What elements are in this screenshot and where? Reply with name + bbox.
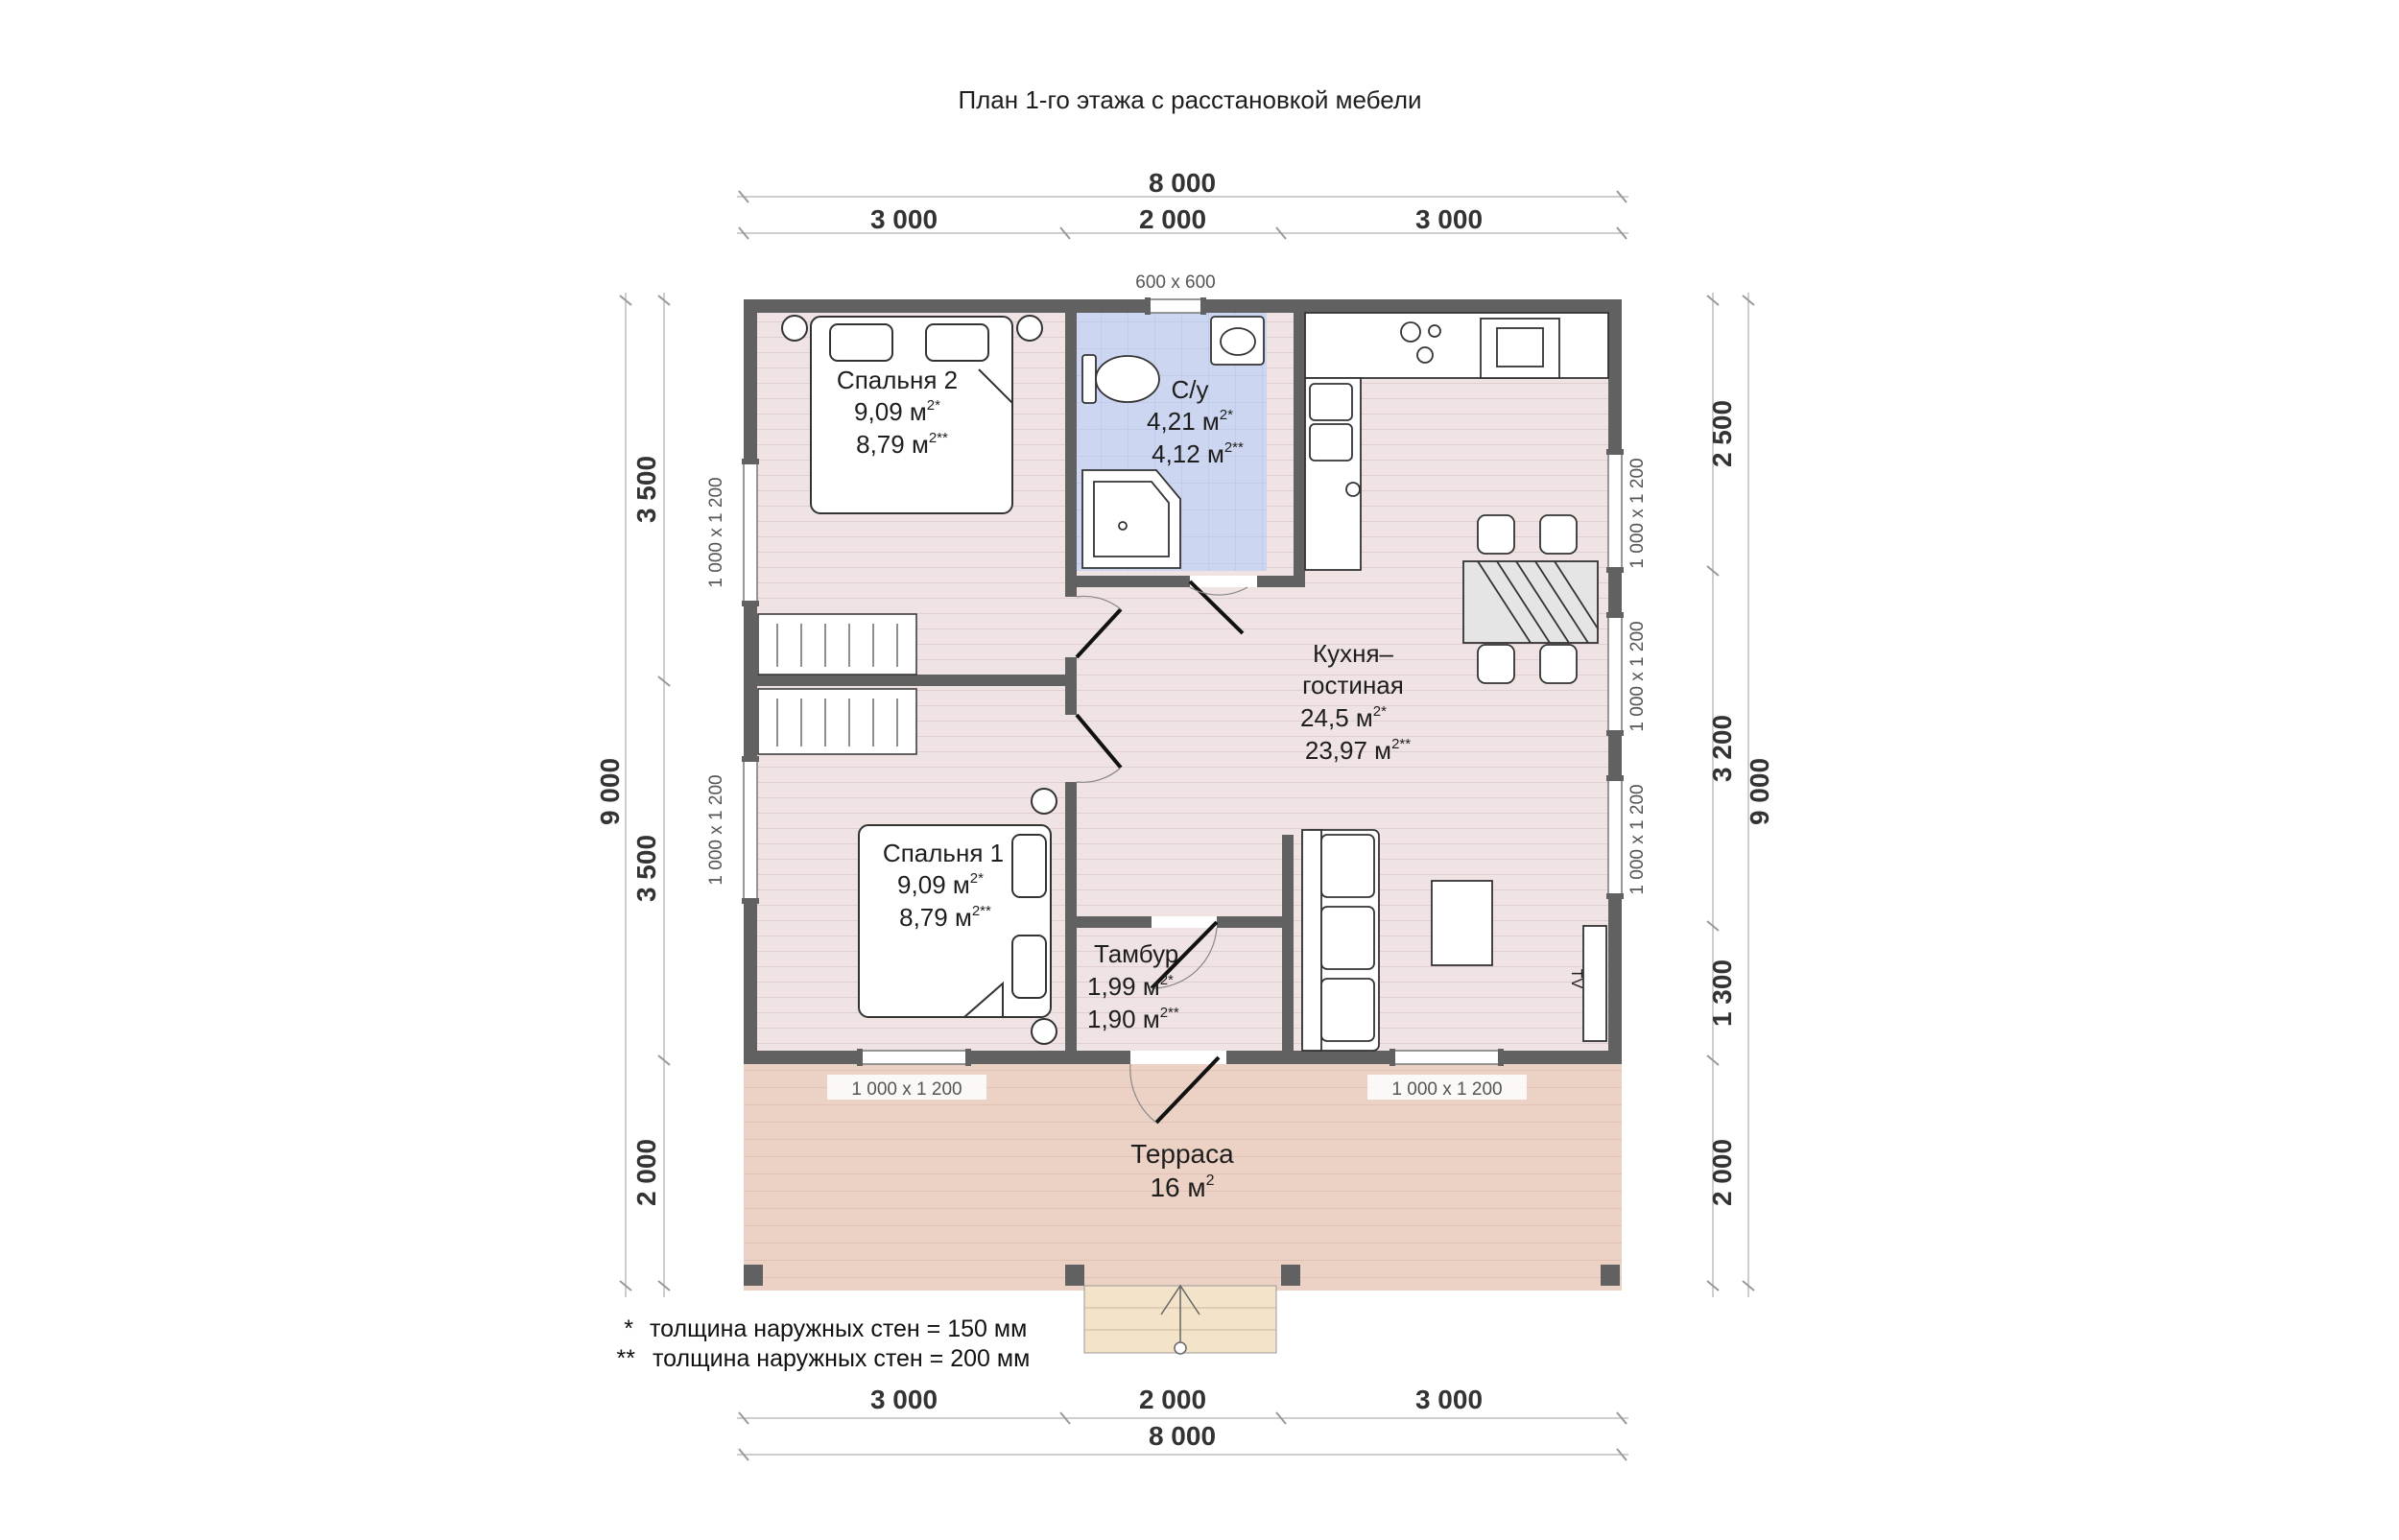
dimension-labels: 8 000 3 000 2 000 3 000 3 000 2 000 3 00… [595,168,1774,1451]
svg-text:2 000: 2 000 [1139,1385,1206,1414]
svg-text:24,5 м2*: 24,5 м2* [1300,703,1387,732]
svg-text:толщина наружных стен = 200 мм: толщина наружных стен = 200 мм [653,1345,1030,1372]
svg-text:3 200: 3 200 [1707,715,1737,782]
svg-text:1 000 x 1 200: 1 000 x 1 200 [1627,784,1648,894]
svg-text:9,09 м2*: 9,09 м2* [897,870,984,899]
bed-bedroom2 [781,315,1043,514]
svg-text:3 000: 3 000 [870,204,938,234]
terrace-post [1065,1265,1084,1286]
svg-text:1 000 x 1 200: 1 000 x 1 200 [1627,621,1648,731]
room-label-vestibule: Тамбур 1,99 м2* 1,90 м2** [1087,939,1179,1033]
svg-text:9,09 м2*: 9,09 м2* [854,397,940,426]
svg-text:3 500: 3 500 [631,835,661,902]
room-label-terrace: Терраса 16 м2 [1130,1139,1234,1202]
svg-text:С/у: С/у [1172,375,1209,404]
wardrobe-bedroom1 [757,688,917,755]
svg-text:1 000 x 1 200: 1 000 x 1 200 [851,1079,962,1100]
svg-text:16 м2: 16 м2 [1150,1173,1214,1202]
svg-text:3 000: 3 000 [1415,204,1483,234]
window-right-1 [1607,450,1623,572]
terrace-post [744,1265,763,1286]
wardrobe-bedroom2 [757,613,917,675]
room-label-bedroom2: Спальня 2 9,09 м2* 8,79 м2** [837,366,958,459]
svg-text:600 x 600: 600 x 600 [1135,272,1215,293]
svg-text:*: * [624,1315,633,1342]
svg-text:8,79 м2**: 8,79 м2** [856,430,948,459]
room-label-kitchen: Кухня– гостиная 24,5 м2* 23,97 м2** [1300,639,1411,765]
terrace-post [1601,1265,1620,1286]
window-right-2 [1607,613,1623,735]
window-top [1146,298,1205,314]
plan-title: План 1-го этажа с расстановкой мебели [958,85,1421,114]
svg-text:1 000 x 1 200: 1 000 x 1 200 [1391,1079,1502,1100]
coffee-table [1431,880,1493,966]
dimension-lines [625,196,1749,1456]
room-label-wc: С/у 4,21 м2* 4,12 м2** [1147,375,1244,468]
svg-text:**: ** [617,1345,636,1372]
svg-text:2 500: 2 500 [1707,400,1737,467]
window-bottom-right [1390,1050,1503,1065]
window-left-upper [743,460,758,605]
doors [1075,580,1245,1125]
svg-text:9 000: 9 000 [595,758,625,825]
svg-text:8 000: 8 000 [1149,168,1216,198]
wall-thickness-notes: * толщина наружных стен = 150 мм ** толщ… [617,1315,1031,1372]
svg-text:2 000: 2 000 [1139,204,1206,234]
sofa [1301,829,1380,1052]
svg-text:гостиная: гостиная [1302,671,1404,699]
svg-text:1,90 м2**: 1,90 м2** [1087,1005,1179,1033]
svg-text:1 000 x 1 200: 1 000 x 1 200 [706,774,726,885]
svg-text:1 300: 1 300 [1707,960,1737,1027]
svg-text:Спальня 1: Спальня 1 [883,839,1004,867]
svg-text:1 000 x 1 200: 1 000 x 1 200 [706,477,726,587]
svg-text:толщина наружных стен = 150 мм: толщина наружных стен = 150 мм [650,1315,1027,1342]
svg-text:Спальня 2: Спальня 2 [837,366,958,394]
bathroom-fixtures [1081,316,1265,569]
svg-text:4,21 м2*: 4,21 м2* [1147,407,1233,436]
entrance-steps [1083,1284,1277,1355]
tv-label: TV [1568,969,1584,989]
svg-text:4,12 м2**: 4,12 м2** [1152,439,1244,468]
svg-text:3 000: 3 000 [1415,1385,1483,1414]
svg-text:1 000 x 1 200: 1 000 x 1 200 [1627,458,1648,568]
svg-text:1,99 м2*: 1,99 м2* [1087,972,1174,1001]
svg-text:23,97 м2**: 23,97 м2** [1305,736,1411,765]
bed-bedroom1 [858,788,1057,1045]
room-label-bedroom1: Спальня 1 9,09 м2* 8,79 м2** [883,839,1004,932]
svg-text:8,79 м2**: 8,79 м2** [899,903,991,932]
window-labels: 600 x 600 1 000 x 1 200 1 000 x 1 200 1 … [706,272,1648,1100]
svg-text:Тамбур: Тамбур [1094,939,1178,968]
window-left-lower [743,757,758,903]
svg-text:3 000: 3 000 [870,1385,938,1414]
kitchen-counter [1304,312,1609,571]
window-bottom-left [858,1050,970,1065]
terrace-post [1281,1265,1300,1286]
window-right-3 [1607,776,1623,898]
tv-stand: TV [1568,925,1607,1042]
dining-table [1462,514,1599,684]
svg-text:Кухня–: Кухня– [1313,639,1394,668]
svg-text:8 000: 8 000 [1149,1421,1216,1451]
svg-text:Терраса: Терраса [1130,1139,1234,1169]
svg-text:2 000: 2 000 [631,1139,661,1206]
svg-text:9 000: 9 000 [1745,758,1774,825]
svg-text:2 000: 2 000 [1707,1139,1737,1206]
svg-text:3 500: 3 500 [631,456,661,523]
